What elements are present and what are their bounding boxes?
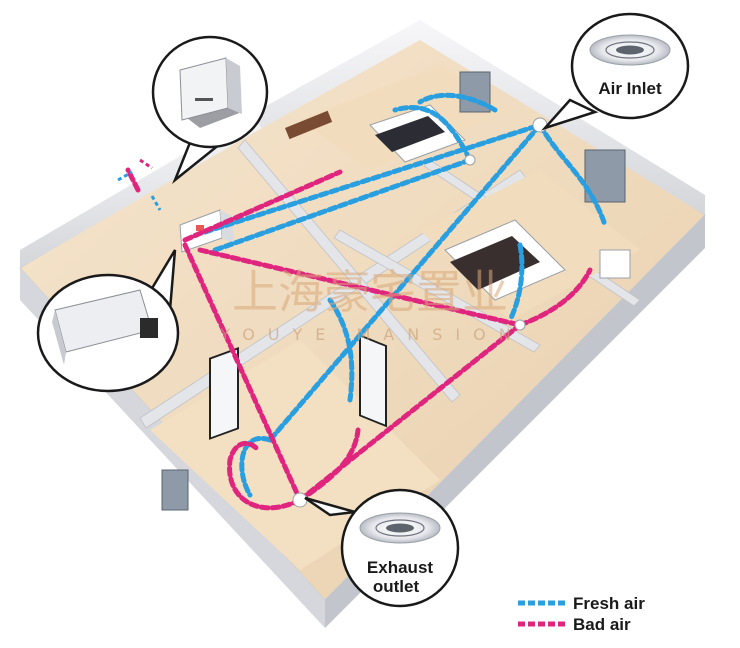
legend-bad-label: Bad air xyxy=(573,615,631,634)
bedroom-lower xyxy=(420,149,640,320)
fresh-duct-6 xyxy=(417,92,498,113)
fresh-duct-5 xyxy=(392,104,473,163)
vent-marker-4 xyxy=(464,154,476,166)
watermark-chinese: 上海豪宅置业 xyxy=(232,265,508,319)
exhaust-label-line1: Exhaust xyxy=(367,558,433,577)
watermark-english: YOUYE MANSION xyxy=(219,325,523,344)
legend-fresh-label: Fresh air xyxy=(573,594,645,613)
bad-loop-living xyxy=(227,441,303,511)
fresh-duct-2 xyxy=(267,122,543,443)
bad-air-ducts xyxy=(125,167,593,511)
fresh-duct-3 xyxy=(212,157,473,253)
unit-zoom-bubble xyxy=(151,35,269,184)
bad-duct-5 xyxy=(517,267,593,328)
fresh-loop-living xyxy=(239,435,273,498)
air-inlet-callout: Air Inlet xyxy=(541,12,690,131)
legend: Fresh air Bad air xyxy=(518,594,645,634)
house-back-wall xyxy=(250,20,705,215)
fresh-duct-1 xyxy=(202,122,543,235)
fresh-duct-7 xyxy=(327,297,355,403)
fresh-duct-4 xyxy=(537,122,608,228)
glass-door-right xyxy=(359,334,387,428)
bad-arrow-out xyxy=(125,167,141,193)
bad-duct-2 xyxy=(182,242,303,503)
vent-marker-3 xyxy=(514,319,526,331)
bad-duct-6 xyxy=(297,427,361,503)
vent-marker-inlet xyxy=(532,117,548,133)
watermark: 上海豪宅置业 YOUYE MANSION xyxy=(219,265,523,344)
fan-zoom-bubble xyxy=(36,249,180,393)
fresh-air-ducts xyxy=(202,92,608,498)
bad-duct-1 xyxy=(182,169,343,243)
glass-door-left xyxy=(209,347,239,440)
fresh-duct-8 xyxy=(507,242,525,323)
bad-duct-4 xyxy=(197,247,523,328)
vent-marker-exhaust xyxy=(292,492,308,508)
interior-wall-3 xyxy=(333,229,541,353)
exhaust-outlet-callout: Exhaust outlet xyxy=(304,488,460,608)
exhaust-label-line2: outlet xyxy=(373,577,420,596)
outdoor-arrows xyxy=(117,158,162,211)
air-inlet-label: Air Inlet xyxy=(598,79,662,98)
